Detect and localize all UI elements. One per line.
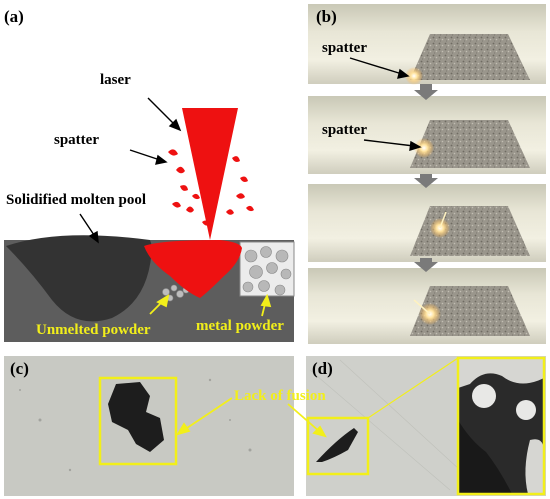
lack-of-fusion-defect-c — [108, 382, 164, 452]
panel-a: (a) — [4, 7, 295, 342]
spatter-droplets — [168, 149, 254, 226]
lack-of-fusion-annotation: Lack of fusion — [176, 388, 327, 438]
panel-b: (b) spatter spatter — [308, 4, 546, 344]
label-solidified-pool: Solidified molten pool — [6, 192, 146, 208]
panel-d: (d) — [306, 356, 546, 496]
label-laser: laser — [100, 72, 131, 88]
panel-c: (c) — [4, 356, 294, 496]
lack-of-fusion-defect-d — [316, 428, 358, 462]
video-frame-4 — [308, 268, 546, 344]
label-lack-of-fusion: Lack of fusion — [234, 388, 326, 404]
sequence-arrows — [414, 84, 438, 272]
video-frame-3 — [308, 184, 546, 262]
video-frame-1 — [308, 4, 546, 85]
panel-a-yellow-arrows — [149, 293, 272, 317]
metal-powder-particles — [242, 246, 292, 296]
panel-b-arrows — [349, 57, 422, 151]
solidified-molten-pool — [6, 235, 152, 322]
label-spatter-b1: spatter — [322, 40, 367, 56]
label-metal-powder: metal powder — [196, 318, 284, 334]
highlight-box-d-small — [306, 416, 370, 476]
label-unmelted-powder: Unmelted powder — [36, 322, 151, 338]
molten-pool — [144, 240, 242, 298]
laser-beam — [182, 108, 238, 240]
panel-a-arrows — [79, 97, 182, 244]
panel-d-label: (d) — [312, 359, 333, 378]
panel-c-label: (c) — [10, 359, 29, 378]
video-frame-2 — [308, 96, 546, 174]
panel-a-label: (a) — [4, 7, 24, 26]
zoom-inset-d — [456, 356, 546, 496]
label-spatter-b2: spatter — [322, 122, 367, 138]
label-spatter-a: spatter — [54, 132, 99, 148]
panel-b-label: (b) — [316, 7, 337, 26]
highlight-box-c — [98, 376, 178, 466]
zoom-connector — [367, 357, 459, 419]
